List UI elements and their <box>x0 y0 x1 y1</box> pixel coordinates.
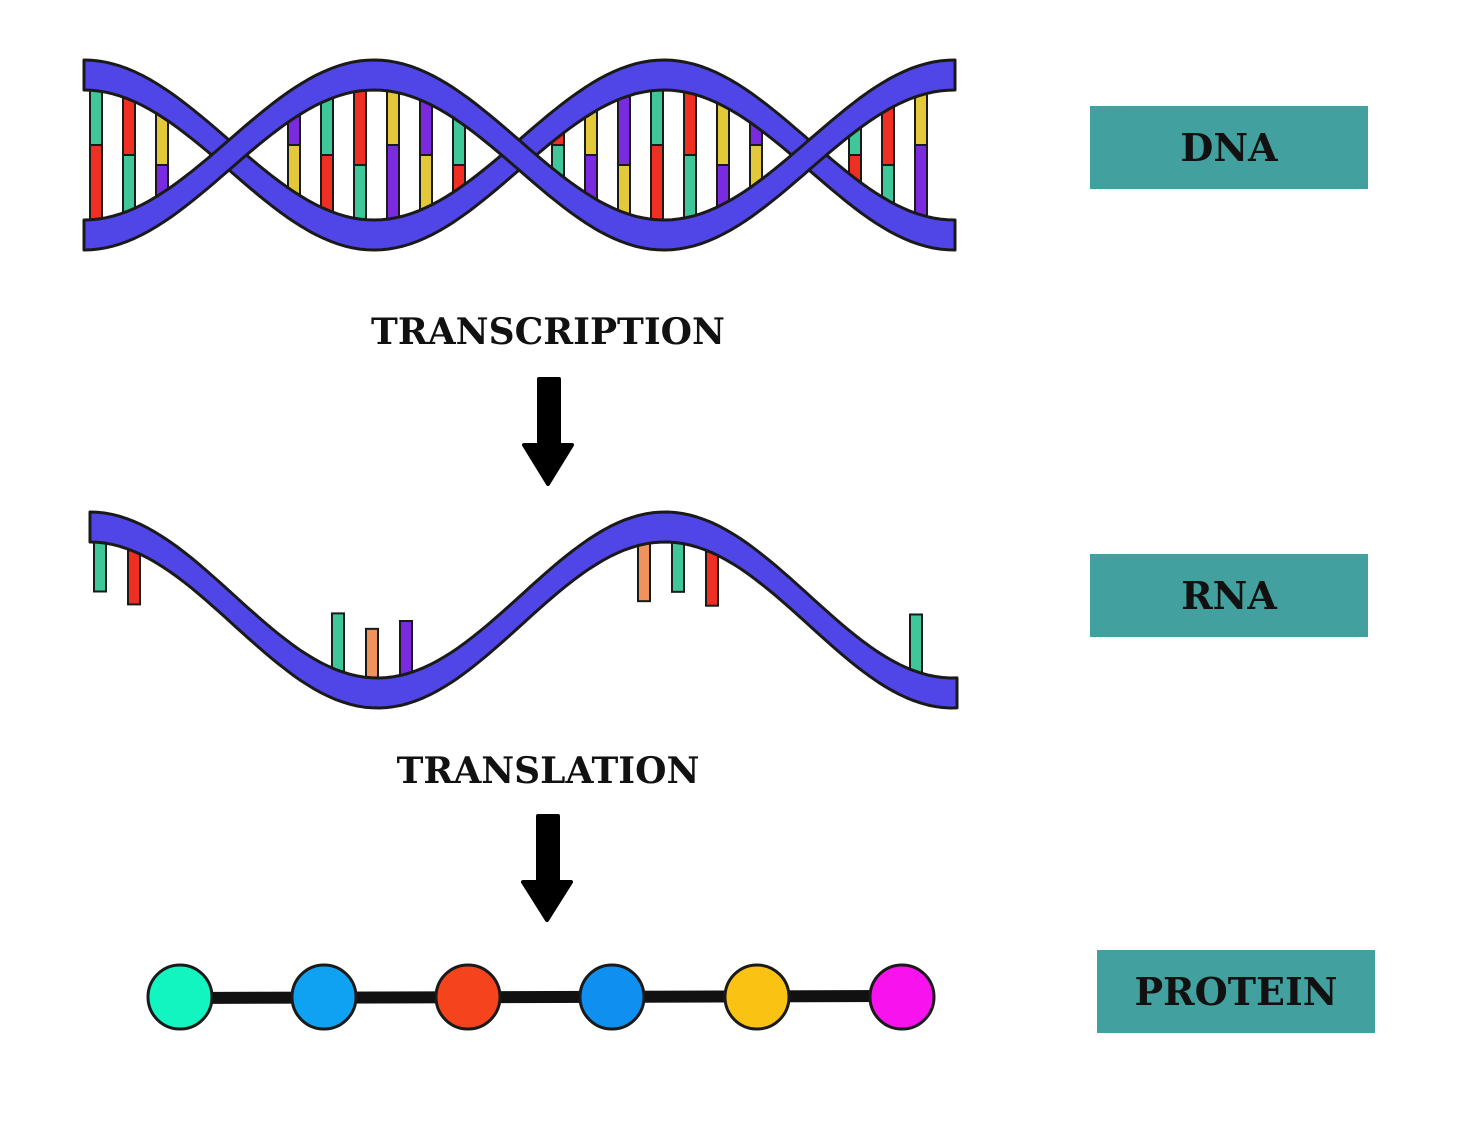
dna-base <box>353 82 367 166</box>
dna-label-box: DNA <box>1090 106 1368 189</box>
rna-base <box>705 550 719 607</box>
amino-acid-bead <box>868 963 936 1031</box>
rna-base <box>671 540 685 593</box>
dna-base <box>650 82 664 146</box>
amino-acid-bead <box>290 963 358 1031</box>
rna-bases <box>93 540 923 680</box>
amino-acid-bead <box>578 963 646 1031</box>
arrow-down-icon <box>521 814 573 922</box>
rna-base <box>909 613 923 674</box>
rna-base <box>399 620 413 677</box>
arrow-down-icon <box>522 377 574 486</box>
rna-label-box: RNA <box>1090 554 1368 637</box>
rna-base <box>331 612 345 673</box>
dna-base <box>914 144 928 223</box>
transcription-label: TRANSCRIPTION <box>371 311 725 353</box>
dna-base <box>617 89 631 166</box>
dna-base <box>683 85 697 156</box>
rna-base <box>127 549 141 606</box>
rna-base <box>93 540 107 593</box>
dna-base <box>683 154 697 225</box>
amino-acid-bead <box>723 963 791 1031</box>
dna-label: DNA <box>1180 125 1278 170</box>
protein-label: PROTEIN <box>1134 969 1338 1014</box>
rna-backbone-strand <box>88 510 959 710</box>
dna-backbone-strand-2 <box>82 58 957 252</box>
rna-label: RNA <box>1181 573 1277 618</box>
rna-single-strand-icon <box>88 510 959 710</box>
translation-label: TRANSLATION <box>396 750 700 792</box>
dna-base <box>89 82 103 146</box>
amino-acid-bead <box>434 963 502 1031</box>
dna-double-helix-icon <box>82 58 957 252</box>
dna-base <box>386 144 400 227</box>
protein-label-box: PROTEIN <box>1097 950 1375 1033</box>
dna-base <box>89 144 103 228</box>
peptide-bond-line <box>174 990 908 1004</box>
amino-acid-chain-icon <box>146 963 936 1031</box>
amino-acid-bead <box>146 963 214 1031</box>
rna-base <box>637 542 651 603</box>
dna-base <box>650 144 664 228</box>
rna-base <box>365 627 379 680</box>
